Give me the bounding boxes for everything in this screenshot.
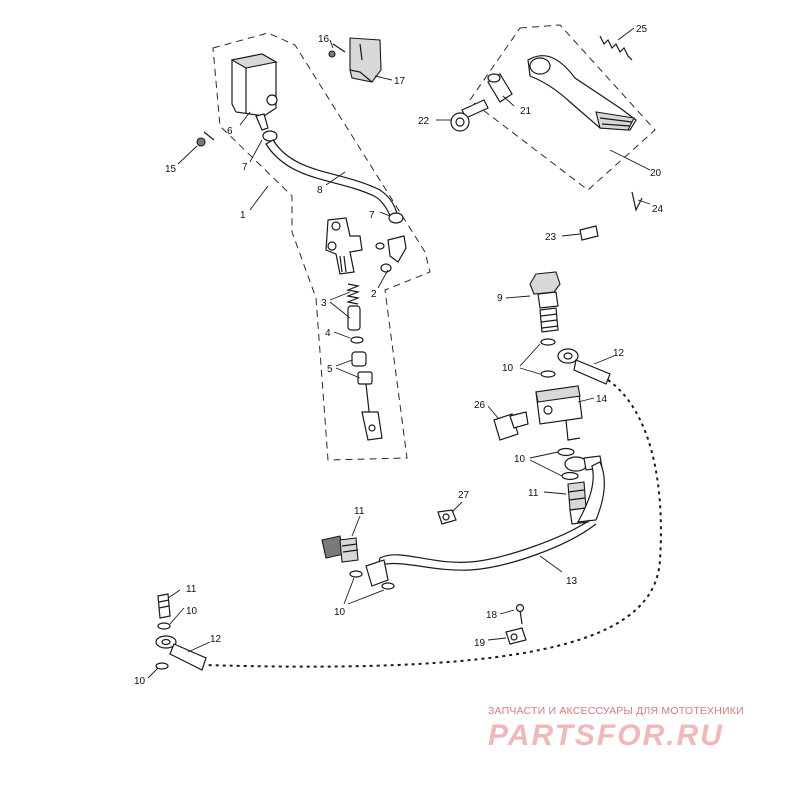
part-24-clip (631, 191, 643, 212)
callout-10-upper: 10 (502, 363, 514, 374)
brake-hose-12 (204, 379, 662, 668)
part-14-junction-block (535, 385, 583, 441)
part-22-pivot-bolt (450, 99, 489, 132)
master-cylinder-group-outline (212, 32, 431, 461)
callout-21: 21 (520, 106, 532, 117)
part-20-brake-pedal (527, 55, 637, 131)
part-7-clamp-lower (388, 212, 404, 224)
part-1-master-cylinder (325, 217, 363, 275)
callout-2: 2 (371, 289, 377, 300)
part-18-screw (515, 603, 525, 625)
callout-7-upper: 7 (242, 162, 248, 173)
part-25-spring (599, 35, 633, 61)
part-9-brake-switch (529, 271, 561, 333)
callout-8: 8 (317, 185, 323, 196)
callout-12-upper: 12 (613, 348, 625, 359)
part-15-bolt (196, 131, 215, 147)
push-rod (361, 383, 383, 441)
part-10-washer-lower (155, 622, 171, 670)
callout-16: 16 (318, 34, 330, 45)
part-banjo-lower-left (349, 559, 395, 590)
part-17-bracket (349, 37, 382, 83)
callout-11-mid: 11 (354, 506, 365, 517)
callout-10-lower-a: 10 (186, 606, 198, 617)
callout-17: 17 (394, 76, 406, 87)
callout-23: 23 (545, 232, 557, 243)
callout-12-lower: 12 (210, 634, 222, 645)
callout-5: 5 (327, 364, 333, 375)
part-16-bolt (328, 43, 346, 58)
callout-18: 18 (486, 610, 498, 621)
part-21-bushing (487, 73, 513, 103)
callout-9: 9 (497, 293, 503, 304)
callout-11-right: 11 (528, 488, 539, 499)
callout-10-middle: 10 (514, 454, 526, 465)
callout-10-pipe: 10 (334, 607, 346, 618)
callout-19: 19 (474, 638, 486, 649)
callout-20: 20 (650, 168, 662, 179)
callout-26: 26 (474, 400, 486, 411)
callout-7-lower: 7 (369, 210, 375, 221)
callout-1: 1 (240, 210, 246, 221)
part-26-bolt (493, 411, 529, 441)
part-19-clamp (505, 627, 527, 645)
callout-10-lower-b: 10 (134, 676, 146, 687)
brake-pedal-group-outline (469, 24, 656, 191)
part-11-banjo-bolt-lower (157, 593, 171, 619)
part-5-seal (351, 351, 373, 385)
part-23-pin (579, 225, 599, 241)
callout-27: 27 (458, 490, 470, 501)
part-4-oring (350, 336, 364, 344)
callout-25: 25 (636, 24, 648, 35)
callout-4: 4 (325, 328, 331, 339)
callout-24: 24 (652, 204, 664, 215)
callout-3: 3 (321, 298, 327, 309)
part-7-clamp-upper (262, 130, 278, 142)
part-11-banjo-bolt-mid (321, 535, 359, 563)
watermark-logo: PARTSFOR.RU (488, 719, 724, 752)
leader-lines (147, 27, 651, 679)
callout-6: 6 (227, 126, 233, 137)
part-12-banjo-lower (155, 635, 207, 671)
part-10-washer-upper (540, 338, 556, 378)
part-12-banjo-upper (557, 348, 611, 385)
callout-15: 15 (165, 164, 177, 175)
part-10-washer-middle (557, 447, 579, 481)
part-2-fitting (375, 235, 407, 273)
callout-14: 14 (596, 394, 608, 405)
callout-labels: 1 2 3 4 5 6 7 7 8 9 10 10 10 10 10 11 11… (134, 24, 664, 687)
callout-11-lower: 11 (186, 584, 197, 595)
part-27-clip (437, 509, 457, 525)
watermark-tagline: ЗАПЧАСТИ И АКСЕССУАРЫ ДЛЯ МОТОТЕХНИКИ (488, 705, 744, 717)
callout-13: 13 (566, 576, 578, 587)
part-8-hose (265, 139, 399, 221)
part-3-spring (345, 283, 361, 331)
callout-22: 22 (418, 116, 430, 127)
part-6-reservoir (230, 53, 278, 131)
